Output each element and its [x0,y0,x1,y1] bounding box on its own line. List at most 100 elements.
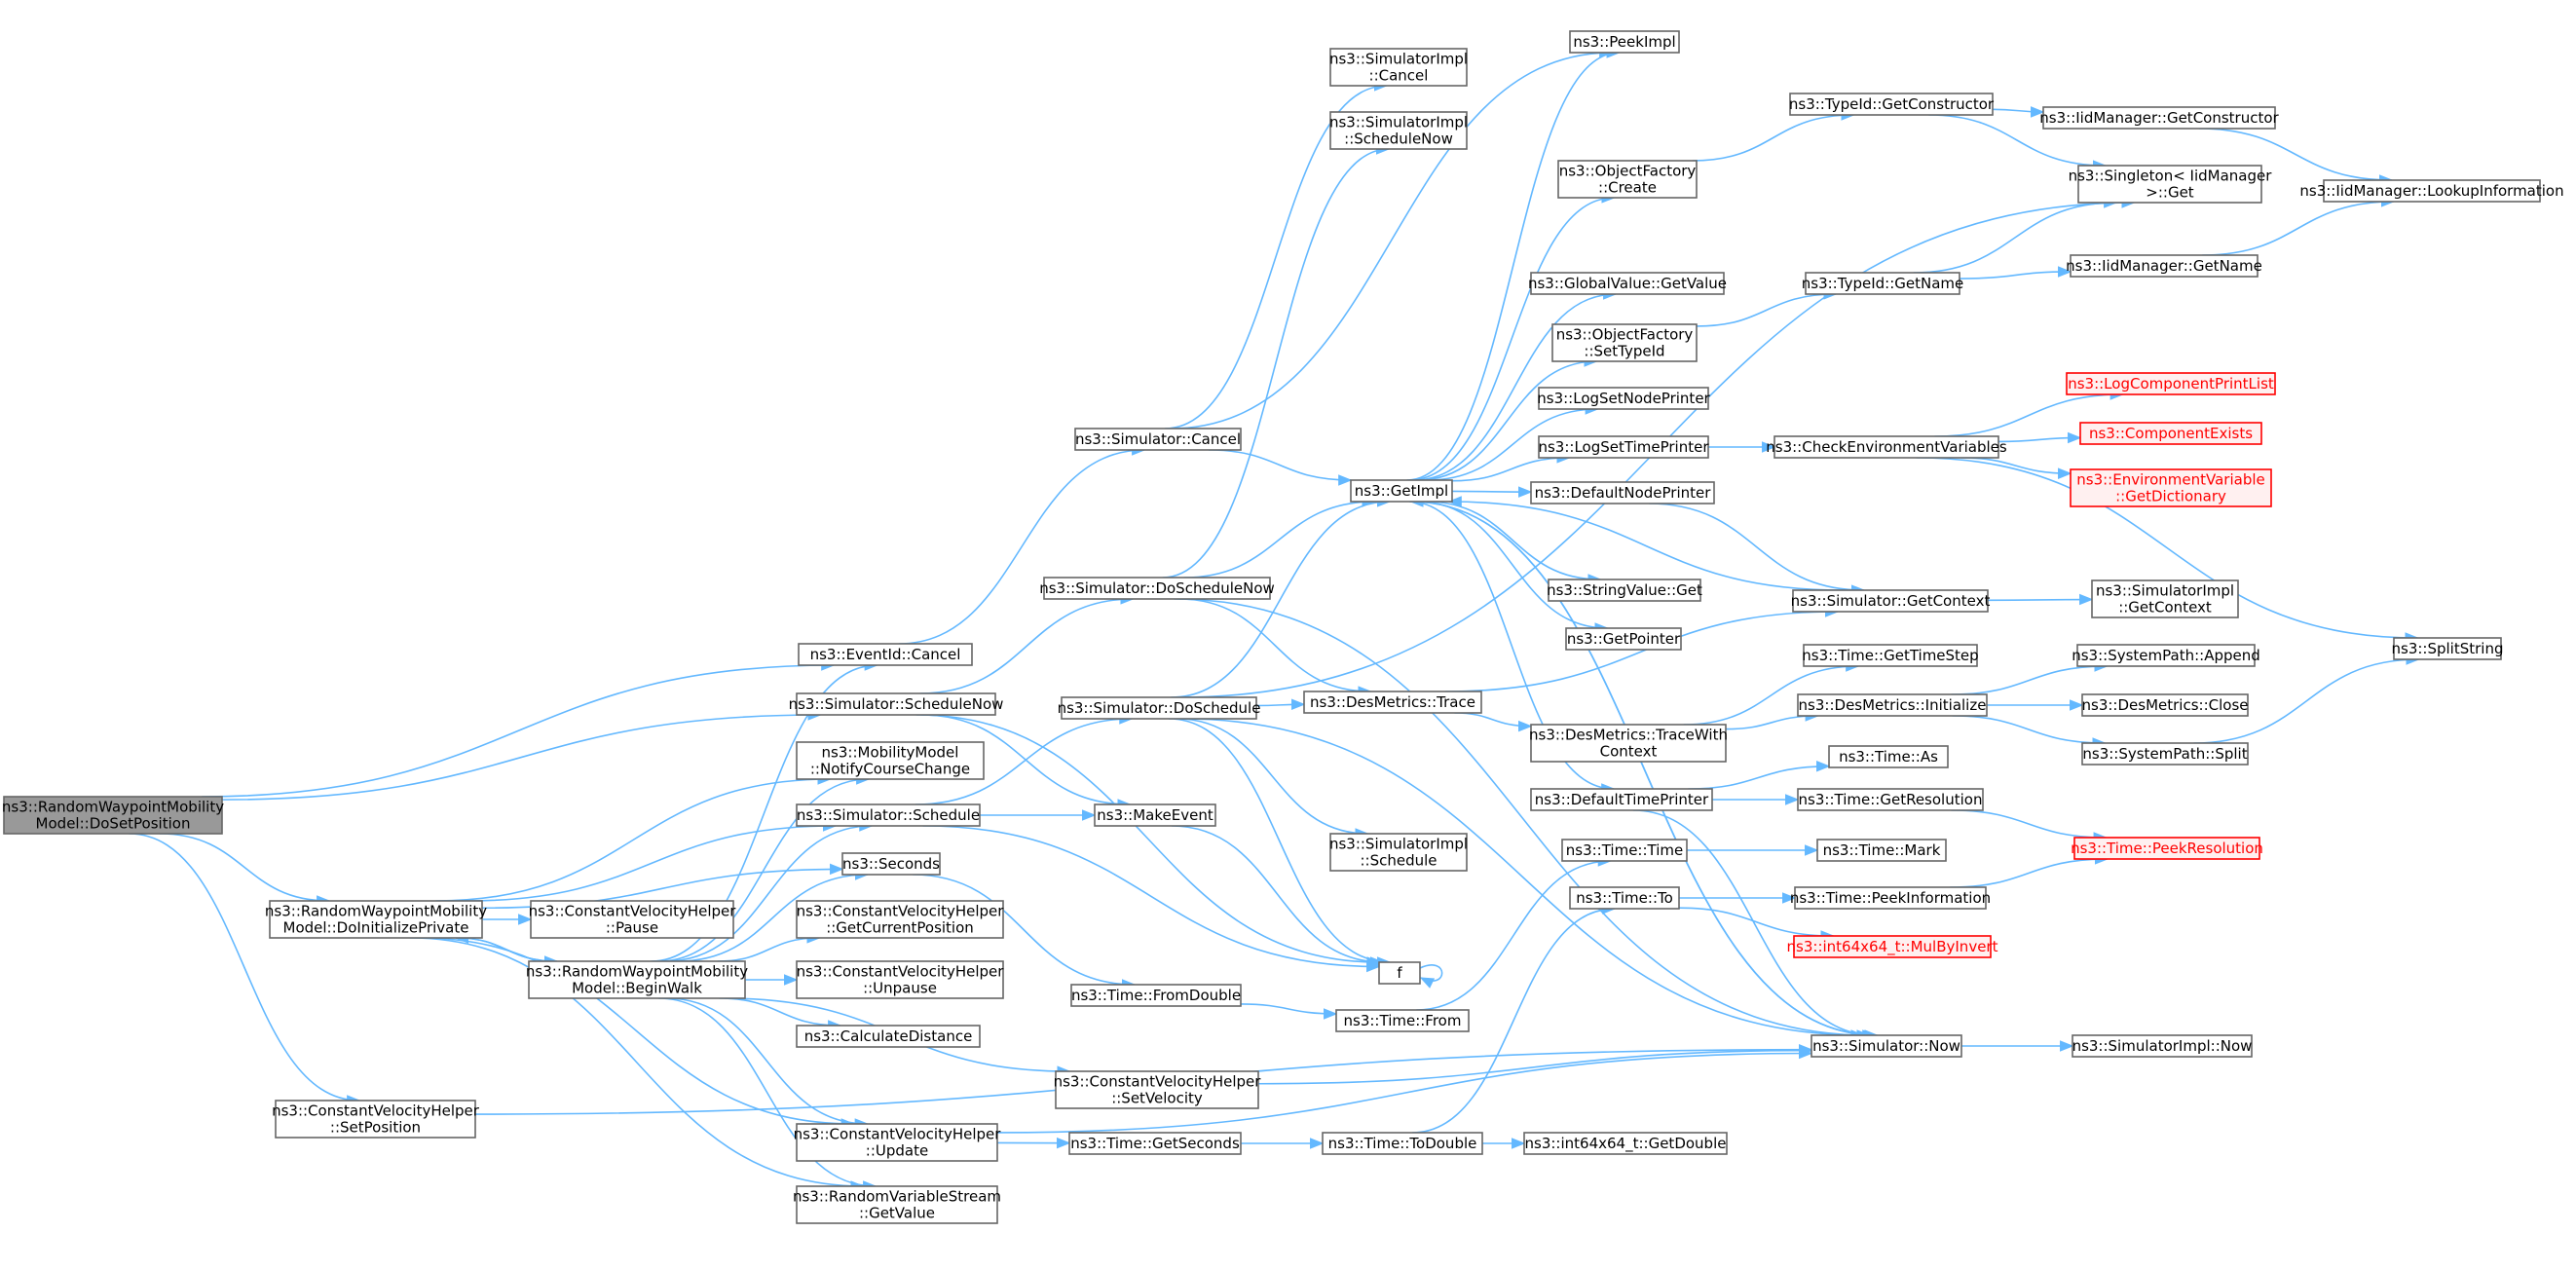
node-cvsetpos[interactable]: ns3::ConstantVelocityHelper::SetPosition [272,1100,480,1139]
node-desclose[interactable]: ns3::DesMetrics::Close [2081,693,2249,717]
node-label: ns3::Time::FromDouble [1071,987,1241,1004]
node-label: ::GetContext [2118,599,2212,616]
node-cvupdate[interactable]: ns3::ConstantVelocityHelper::Update [794,1123,1002,1162]
node-checkenv[interactable]: ns3::CheckEnvironmentVariables [1766,435,2007,459]
node-tidgetname[interactable]: ns3::TypeId::GetName [1802,272,1963,295]
call-edge-beginwalk-to-schedule [665,820,874,962]
node-calcdist[interactable]: ns3::CalculateDistance [796,1025,981,1048]
node-timefrom[interactable]: ns3::Time::From [1335,1009,1470,1032]
node-logcomplist[interactable]: ns3::LogComponentPrintList [2066,372,2276,395]
node-simnow[interactable]: ns3::Simulator::Now [1811,1034,1962,1058]
node-lookup[interactable]: ns3::IidManager::LookupInformation [2299,179,2564,203]
node-iidgetname[interactable]: ns3::IidManager::GetName [2066,254,2262,278]
node-timeas[interactable]: ns3::Time::As [1828,745,1949,768]
node-gettimestep[interactable]: ns3::Time::GetTimeStep [1802,644,1979,667]
node-iidgetctor[interactable]: ns3::IidManager::GetConstructor [2039,106,2280,130]
node-seconds[interactable]: ns3::Seconds [841,852,941,876]
node-label: ns3::Time::GetSeconds [1070,1135,1240,1152]
node-implgetctx[interactable]: ns3::SimulatorImpl::GetContext [2091,579,2239,618]
node-envvar[interactable]: ns3::EnvironmentVariable::GetDictionary [2070,468,2272,507]
call-edge-doinit-to-notify [435,773,832,902]
node-getres[interactable]: ns3::Time::GetResolution [1797,788,1984,811]
node-simcancel[interactable]: ns3::Simulator::Cancel [1074,428,1242,451]
node-label: ::NotifyCourseChange [810,761,970,778]
node-box [1811,1034,1962,1058]
node-ofcreate[interactable]: ns3::ObjectFactory::Create [1557,160,1698,199]
node-getdouble[interactable]: ns3::int64x64_t::GetDouble [1523,1132,1728,1155]
call-edge-getimpl-to-ofsettype [1417,355,1598,481]
node-dosched[interactable]: ns3::Simulator::DoSchedule [1058,696,1261,720]
node-doinit[interactable]: ns3::RandomWaypointMobilityModel::DoInit… [265,900,487,939]
node-todouble[interactable]: ns3::Time::ToDouble [1322,1132,1483,1155]
node-strget[interactable]: ns3::StringValue::Get [1547,579,1702,602]
node-notify[interactable]: ns3::MobilityModel::NotifyCourseChange [796,741,985,780]
node-beginwalk[interactable]: ns3::RandomWaypointMobilityModel::BeginW… [526,960,748,999]
node-lognode[interactable]: ns3::LogSetNodePrinter [1537,387,1711,410]
node-peekimpl[interactable]: ns3::PeekImpl [1569,30,1680,54]
node-getseconds[interactable]: ns3::Time::GetSeconds [1068,1132,1242,1155]
node-cvpause[interactable]: ns3::ConstantVelocityHelper::Pause [529,900,737,939]
node-deftime[interactable]: ns3::DefaultTimePrinter [1530,788,1713,811]
node-label: ns3::Simulator::ScheduleNow [789,695,1004,713]
node-compexists[interactable]: ns3::ComponentExists [2079,422,2262,445]
node-getptr[interactable]: ns3::GetPointer [1565,627,1682,651]
node-timetime[interactable]: ns3::Time::Time [1561,839,1688,862]
node-label: ns3::ConstantVelocityHelper [794,1126,1002,1143]
node-schedule[interactable]: ns3::Simulator::Schedule [796,803,981,827]
node-desinit[interactable]: ns3::DesMetrics::Initialize [1797,693,1988,717]
node-implsched[interactable]: ns3::SimulatorImpl::Schedule [1329,833,1468,872]
call-edge-root-to-cvsetpos [129,833,361,1106]
node-tidgetctor[interactable]: ns3::TypeId::GetConstructor [1789,93,1995,116]
node-label: ns3::SplitString [2392,640,2504,657]
node-box [1322,1132,1483,1155]
node-spsplit[interactable]: ns3::SystemPath::Split [2081,742,2249,766]
node-peekres[interactable]: ns3::Time::PeekResolution [2071,837,2263,860]
node-label: ns3::GetImpl [1355,482,1448,500]
call-edge-doschednow-to-implschednow [1162,143,1391,579]
node-f[interactable]: f [1378,961,1421,985]
call-edge-setvel-to-simnow [1257,1044,1813,1085]
node-timemark[interactable]: ns3::Time::Mark [1816,839,1947,862]
node-implschednow[interactable]: ns3::SimulatorImpl::ScheduleNow [1329,111,1468,150]
node-evcancel[interactable]: ns3::EventId::Cancel [798,643,973,666]
node-logtime[interactable]: ns3::LogSetTimePrinter [1538,435,1709,459]
node-ofsettype[interactable]: ns3::ObjectFactory::SetTypeId [1551,323,1698,362]
node-schednow[interactable]: ns3::Simulator::ScheduleNow [789,692,1004,716]
node-peekinfo[interactable]: ns3::Time::PeekInformation [1790,886,1991,910]
node-timeto[interactable]: ns3::Time::To [1569,886,1680,910]
node-label: ns3::MakeEvent [1097,806,1213,824]
node-box [1378,961,1421,985]
node-defnode[interactable]: ns3::DefaultNodePrinter [1530,481,1715,504]
node-setvel[interactable]: ns3::ConstantVelocityHelper::SetVelocity [1054,1070,1262,1109]
node-getimpl[interactable]: ns3::GetImpl [1350,479,1453,503]
node-singleton[interactable]: ns3::Singleton< IidManager>::Get [2069,165,2273,204]
node-label: ns3::MobilityModel [822,744,959,762]
node-label: ns3::DefaultNodePrinter [1535,484,1712,502]
node-unpause[interactable]: ns3::ConstantVelocityHelper::Unpause [796,960,1005,999]
node-label: ns3::Simulator::DoScheduleNow [1039,579,1275,597]
node-fromdouble[interactable]: ns3::Time::FromDouble [1070,984,1242,1007]
call-edge-root-to-schednow [221,709,822,801]
node-box [1816,839,1947,862]
node-implnow[interactable]: ns3::SimulatorImpl::Now [2072,1034,2253,1058]
call-edge-ofcreate-to-tidgetctor [1692,109,1855,162]
node-getcurpos[interactable]: ns3::ConstantVelocityHelper::GetCurrentP… [796,900,1005,939]
node-splitstr[interactable]: ns3::SplitString [2392,637,2504,660]
call-edge-spsplit-to-splitstr [2193,654,2420,744]
node-rvsget[interactable]: ns3::RandomVariableStream::GetValue [793,1185,1001,1224]
node-implcancel[interactable]: ns3::SimulatorImpl::Cancel [1329,48,1468,87]
node-label: ns3::ConstantVelocityHelper [797,963,1005,981]
node-getctx[interactable]: ns3::Simulator::GetContext [1791,589,1991,613]
node-spappend[interactable]: ns3::SystemPath::Append [2072,644,2260,667]
node-doschednow[interactable]: ns3::Simulator::DoScheduleNow [1039,577,1275,600]
node-gvget[interactable]: ns3::GlobalValue::GetValue [1528,272,1727,295]
node-label: ns3::ObjectFactory [1556,326,1694,344]
node-mulbyinv[interactable]: ns3::int64x64_t::MulByInvert [1787,935,1998,958]
node-makeevent[interactable]: ns3::MakeEvent [1094,803,1216,827]
node-root[interactable]: ns3::RandomWaypointMobilityModel::DoSetP… [2,796,224,835]
node-label: ::Unpause [863,980,937,997]
node-destrace[interactable]: ns3::DesMetrics::Trace [1303,691,1482,714]
node-box [1557,160,1698,199]
call-edge-beginwalk-to-cvupdate [666,997,870,1130]
